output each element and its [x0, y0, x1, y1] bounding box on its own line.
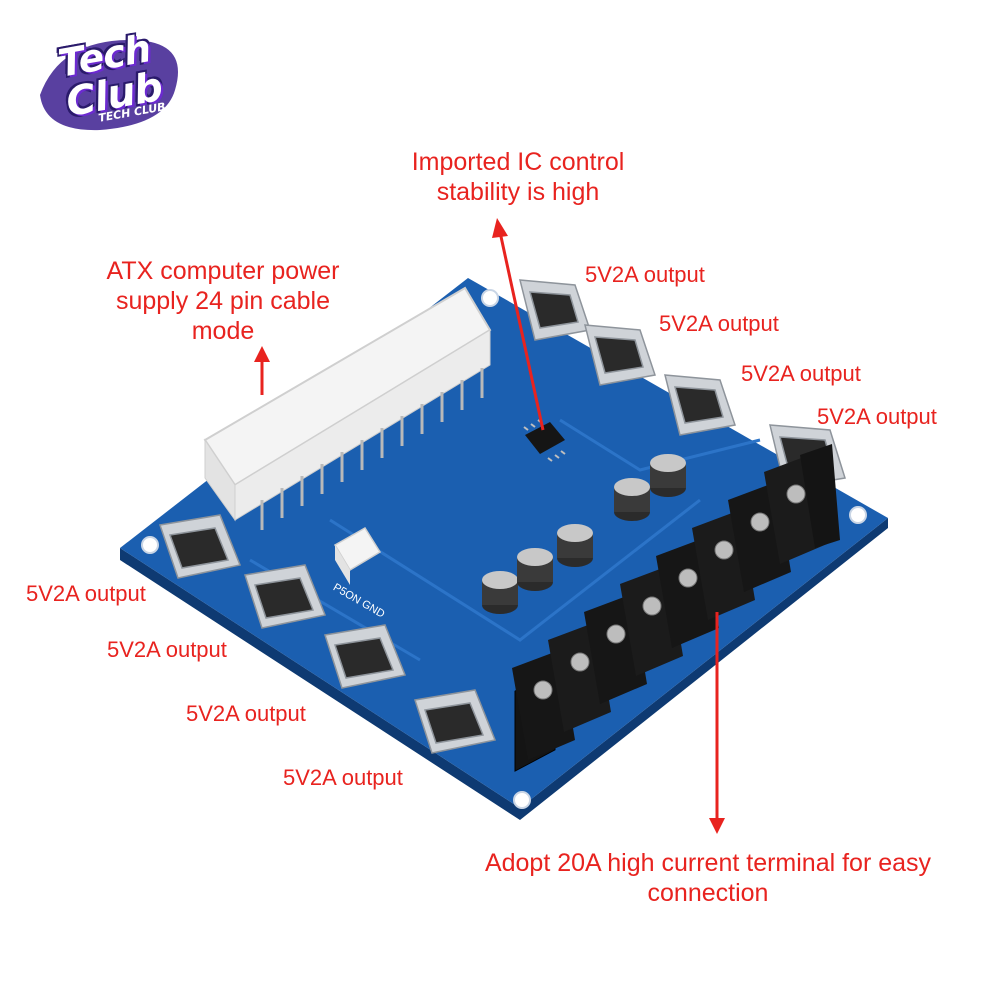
usb-label-left-3: 5V2A output: [186, 701, 306, 726]
usb-port-right-1: [519, 279, 591, 341]
arrow-terminal: [709, 612, 725, 834]
usb-label-right-4: 5V2A output: [817, 404, 937, 429]
callout-ic-line2: stability is high: [436, 178, 600, 206]
usb-port-left-4: [414, 689, 497, 754]
usb-port-left-1: [159, 514, 242, 579]
mount-hole-top: [481, 289, 499, 307]
usb-label-left-4: 5V2A output: [283, 765, 403, 790]
usb-port-left-2: [244, 564, 327, 629]
usb-port-right-3: [664, 374, 736, 436]
usb-label-left-2: 5V2A output: [107, 637, 227, 662]
usb-port-left-3: [324, 624, 407, 689]
usb-label-right-1: 5V2A output: [585, 262, 705, 287]
usb-label-left-1: 5V2A output: [26, 581, 146, 606]
2pin-header: [333, 526, 382, 585]
callout-atx-line1: ATX computer power: [106, 257, 340, 285]
usb-label-right-2: 5V2A output: [659, 311, 779, 336]
mount-hole-right: [849, 506, 867, 524]
callout-atx: ATX computer power supply 24 pin cable m…: [78, 256, 368, 346]
usb-ports-left: [159, 514, 497, 754]
usb-port-right-2: [584, 324, 656, 386]
capacitors: [482, 454, 686, 614]
callout-atx-line3: mode: [191, 317, 255, 345]
terminal-block-segments: [512, 444, 840, 760]
callout-ic-line1: Imported IC control: [411, 148, 625, 176]
callout-ic: Imported IC control stability is high: [388, 147, 648, 207]
arrow-ic: [492, 218, 545, 431]
callout-terminal-line1: Adopt 20A high current terminal for easy: [484, 849, 932, 877]
mount-hole-left: [141, 536, 159, 554]
logo-backdrop: [40, 40, 178, 131]
callout-terminal: Adopt 20A high current terminal for easy…: [436, 848, 980, 908]
arrow-atx: [254, 346, 270, 395]
atx-24pin-connector: [203, 286, 492, 530]
mount-hole-bottom: [513, 791, 531, 809]
callout-terminal-line2: connection: [647, 879, 769, 907]
usb-label-right-3: 5V2A output: [741, 361, 861, 386]
callout-atx-line2: supply 24 pin cable: [115, 287, 331, 315]
